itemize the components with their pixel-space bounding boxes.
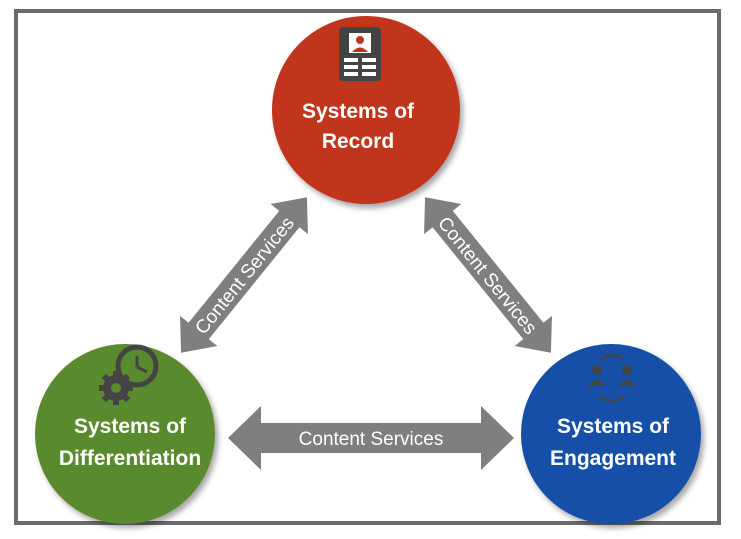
arrow-record-differentiation: Content Services <box>180 197 308 353</box>
node-record-line2: Record <box>322 130 394 153</box>
node-systems-of-differentiation: Systems of Differentiation <box>35 344 215 524</box>
node-differentiation-line2: Differentiation <box>59 447 201 470</box>
node-engagement-line1: Systems of <box>557 415 670 438</box>
arrow-record-engagement: Content Services <box>424 197 552 353</box>
node-systems-of-record: Systems of Record <box>272 16 460 204</box>
id-card-icon <box>339 27 381 81</box>
node-engagement-line2: Engagement <box>550 447 676 470</box>
arrow-differentiation-engagement: Content Services <box>228 406 514 470</box>
arrow-label-left: Content Services <box>191 213 298 339</box>
node-systems-of-engagement: Systems of Engagement <box>521 344 701 524</box>
arrow-label-right: Content Services <box>433 213 540 339</box>
node-differentiation-line1: Systems of <box>74 415 187 438</box>
gear-clock-icon <box>99 344 159 405</box>
people-exchange-icon <box>588 353 636 403</box>
node-record-line1: Systems of <box>302 100 415 123</box>
arrow-label-bottom: Content Services <box>299 429 444 450</box>
